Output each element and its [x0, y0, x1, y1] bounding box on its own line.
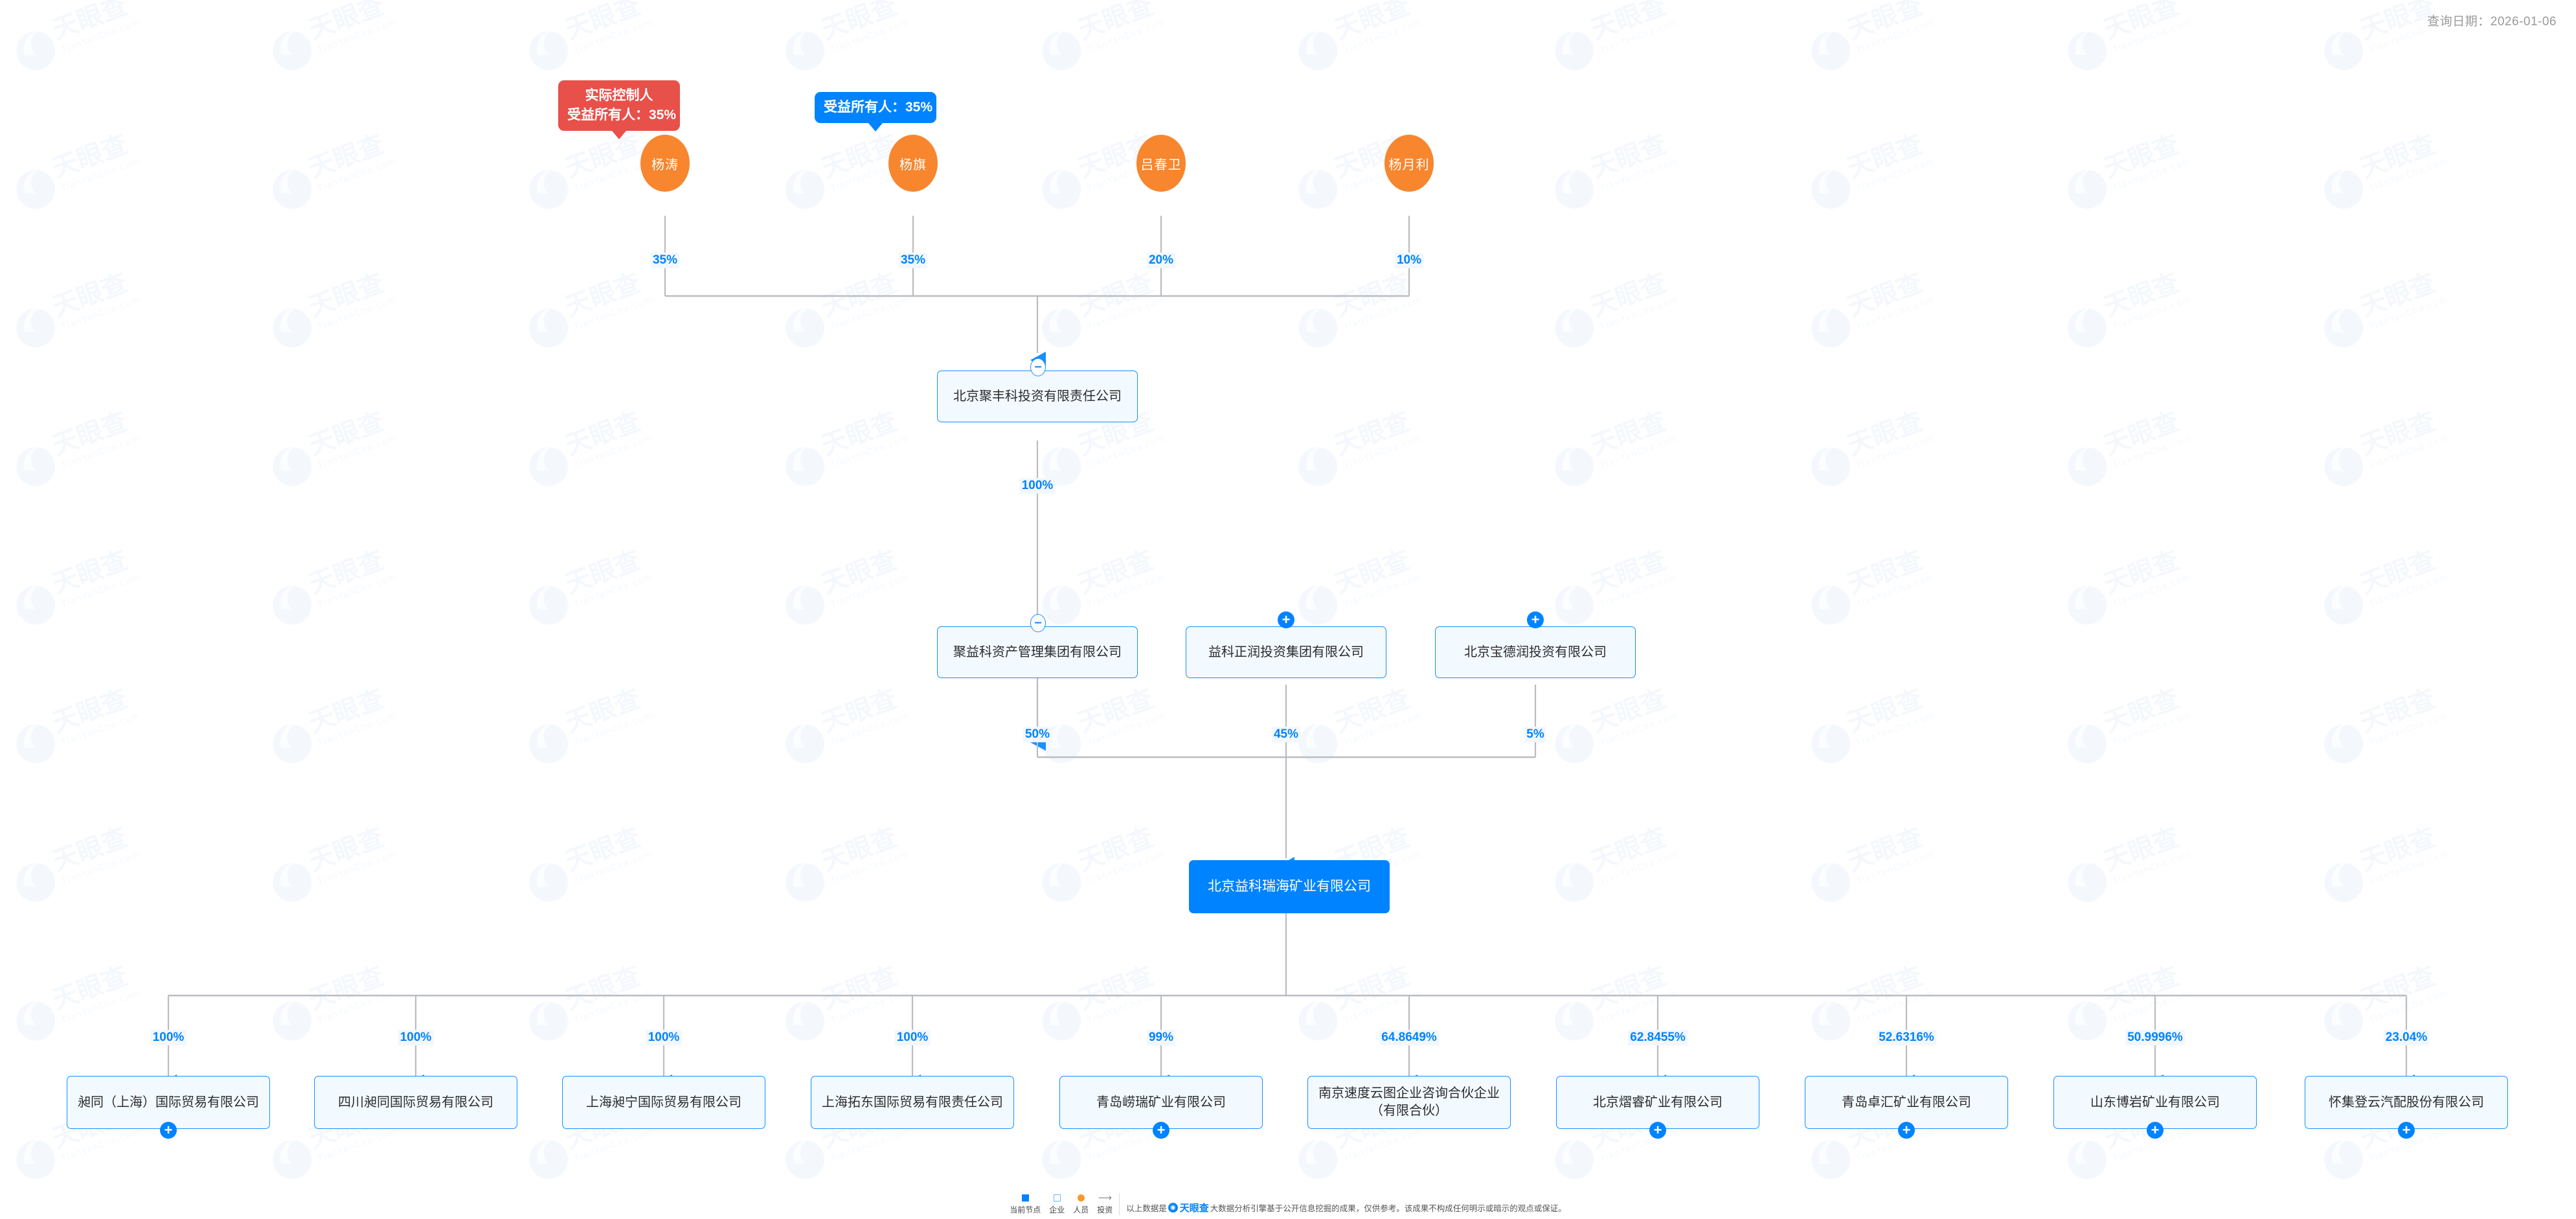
- edge-percent-yang-tao: 35%: [650, 253, 680, 268]
- disclaimer-suffix: 大数据分析引擎基于公开信息挖掘的成果，仅供参考。该成果不构成任何明示或暗示的观点…: [1210, 1204, 1566, 1213]
- expand-toggle-sub-9[interactable]: +: [2398, 1122, 2415, 1139]
- company-label: 昶同（上海）国际贸易有限公司: [78, 1095, 259, 1110]
- orange-circle-icon: [1077, 1193, 1085, 1202]
- edge-percent-holding-to-shareholder: 100%: [1019, 478, 1056, 494]
- company-label: 益科正润投资集团有限公司: [1208, 644, 1364, 659]
- filled-square-icon: [1021, 1193, 1029, 1202]
- company-label: 四川昶同国际贸易有限公司: [338, 1095, 493, 1110]
- company-label: 南京速度云图企业咨询合伙企业（有限合伙）: [1318, 1086, 1500, 1118]
- brand-logo: ◉ 天眼查: [1168, 1201, 1209, 1214]
- company-node-focus[interactable]: 北京益科瑞海矿业有限公司: [1189, 860, 1390, 913]
- company-label: 山东博岩矿业有限公司: [2090, 1095, 2220, 1110]
- legend-item-current-node: 当前节点: [1010, 1193, 1041, 1215]
- company-node-sub-5[interactable]: 南京速度云图企业咨询合伙企业（有限合伙）: [1307, 1076, 1511, 1129]
- expand-toggle-shareholder-1[interactable]: +: [1278, 611, 1294, 628]
- outlined-square-icon: [1053, 1193, 1061, 1202]
- company-label: 聚益科资产管理集团有限公司: [953, 644, 1122, 659]
- legend-item-enterprise: 企业: [1049, 1193, 1065, 1215]
- edge-percent-sub-8: 50.9996%: [2125, 1030, 2185, 1045]
- edge-percent-sub-4: 99%: [1146, 1030, 1176, 1045]
- company-node-sub-7[interactable]: 青岛卓汇矿业有限公司: [1805, 1076, 2008, 1129]
- company-label: 北京益科瑞海矿业有限公司: [1208, 878, 1371, 894]
- expand-toggle-sub-7[interactable]: +: [1898, 1122, 1915, 1139]
- edge-percent-sub-5: 64.8649%: [1379, 1030, 1439, 1045]
- legend-item-person: 人员: [1073, 1193, 1089, 1215]
- edge-percent-shareholder-1: 45%: [1271, 727, 1301, 742]
- company-node-holding[interactable]: 北京聚丰科投资有限责任公司: [937, 370, 1138, 422]
- edge-percent-shareholder-2: 5%: [1524, 727, 1546, 742]
- query-date: 查询日期：2026-01-06: [2427, 15, 2557, 28]
- edge-percent-sub-2: 100%: [646, 1030, 682, 1045]
- collapse-toggle-shareholder-0[interactable]: −: [1030, 614, 1046, 632]
- company-node-sub-9[interactable]: 怀集登云汽配股份有限公司: [2305, 1076, 2508, 1129]
- company-node-sub-2[interactable]: 上海昶宁国际贸易有限公司: [562, 1076, 765, 1129]
- legend: 当前节点 企业 人员 ⟶ 投资: [1010, 1193, 1120, 1215]
- company-node-sub-6[interactable]: 北京熠睿矿业有限公司: [1556, 1076, 1759, 1129]
- edge-percent-shareholder-0: 50%: [1022, 727, 1052, 742]
- collapse-toggle-holding[interactable]: −: [1030, 358, 1046, 376]
- company-label: 青岛崂瑞矿业有限公司: [1096, 1095, 1226, 1110]
- edge-percent-lv-chunwei: 20%: [1146, 253, 1176, 268]
- company-label: 上海拓东国际贸易有限责任公司: [822, 1095, 1003, 1110]
- person-node-lv-chunwei[interactable]: 吕春卫: [1136, 135, 1186, 192]
- edge-percent-sub-6: 62.8455%: [1628, 1030, 1688, 1045]
- company-label: 上海昶宁国际贸易有限公司: [586, 1095, 741, 1110]
- expand-toggle-sub-4[interactable]: +: [1153, 1122, 1169, 1139]
- company-label: 北京聚丰科投资有限责任公司: [953, 389, 1122, 404]
- legend-label: 投资: [1097, 1205, 1113, 1214]
- expand-toggle-sub-0[interactable]: +: [160, 1122, 177, 1139]
- edge-percent-sub-7: 52.6316%: [1877, 1030, 1936, 1045]
- disclaimer: 以上数据是 ◉ 天眼查 大数据分析引擎基于公开信息挖掘的成果，仅供参考。该成果不…: [1126, 1201, 1566, 1215]
- beneficial-owner-badge: 受益所有人：35%: [815, 92, 936, 123]
- brand-name: 天眼查: [1179, 1203, 1209, 1214]
- company-node-shareholder-1[interactable]: 益科正润投资集团有限公司: [1186, 626, 1386, 678]
- person-label: 吕春卫: [1140, 157, 1182, 172]
- badge-line-2: 受益所有人：35%: [567, 107, 677, 122]
- edge-percent-yang-qi: 35%: [898, 253, 928, 268]
- disclaimer-prefix: 以上数据是: [1126, 1204, 1167, 1213]
- person-label: 杨旗: [899, 157, 927, 172]
- edge-percent-sub-3: 100%: [894, 1030, 931, 1045]
- arrow-icon: ⟶: [1098, 1192, 1112, 1203]
- company-label: 怀集登云汽配股份有限公司: [2329, 1095, 2484, 1110]
- company-node-shareholder-0[interactable]: 聚益科资产管理集团有限公司: [937, 626, 1138, 678]
- company-node-sub-3[interactable]: 上海拓东国际贸易有限责任公司: [811, 1076, 1014, 1129]
- footer: 当前节点 企业 人员 ⟶ 投资 以上数据是 ◉ 天眼查 大数据分析引擎基于公开信…: [0, 1193, 2576, 1215]
- person-node-yang-yueli[interactable]: 杨月利: [1384, 135, 1434, 192]
- legend-item-investment: ⟶ 投资: [1097, 1193, 1113, 1215]
- edge-percent-sub-9: 23.04%: [2383, 1030, 2430, 1045]
- legend-label: 当前节点: [1010, 1205, 1041, 1214]
- expand-toggle-sub-8[interactable]: +: [2147, 1122, 2164, 1139]
- person-node-yang-tao[interactable]: 杨涛: [640, 135, 690, 192]
- legend-label: 企业: [1049, 1205, 1065, 1214]
- company-label: 青岛卓汇矿业有限公司: [1842, 1095, 1971, 1110]
- company-node-sub-4[interactable]: 青岛崂瑞矿业有限公司: [1059, 1076, 1263, 1129]
- company-label: 北京熠睿矿业有限公司: [1593, 1095, 1723, 1110]
- person-node-yang-qi[interactable]: 杨旗: [888, 135, 938, 192]
- expand-toggle-shareholder-2[interactable]: +: [1527, 611, 1544, 628]
- edge-percent-yang-yueli: 10%: [1394, 253, 1424, 268]
- tianyancha-logo-icon: ◉: [1168, 1203, 1178, 1213]
- actual-controller-badge: 实际控制人 受益所有人：35%: [558, 80, 680, 131]
- company-label: 北京宝德润投资有限公司: [1464, 644, 1607, 659]
- badge-line-1: 实际控制人: [585, 88, 653, 103]
- person-label: 杨月利: [1388, 157, 1430, 172]
- edge-percent-sub-0: 100%: [150, 1030, 186, 1045]
- expand-toggle-sub-6[interactable]: +: [1649, 1122, 1666, 1139]
- company-node-shareholder-2[interactable]: 北京宝德润投资有限公司: [1435, 626, 1636, 678]
- edge-percent-sub-1: 100%: [398, 1030, 434, 1045]
- badge-line-1: 受益所有人：35%: [824, 100, 933, 115]
- person-label: 杨涛: [651, 157, 679, 172]
- legend-label: 人员: [1073, 1205, 1089, 1214]
- company-node-sub-8[interactable]: 山东博岩矿业有限公司: [2053, 1076, 2257, 1129]
- company-node-sub-0[interactable]: 昶同（上海）国际贸易有限公司: [67, 1076, 270, 1129]
- company-node-sub-1[interactable]: 四川昶同国际贸易有限公司: [314, 1076, 517, 1129]
